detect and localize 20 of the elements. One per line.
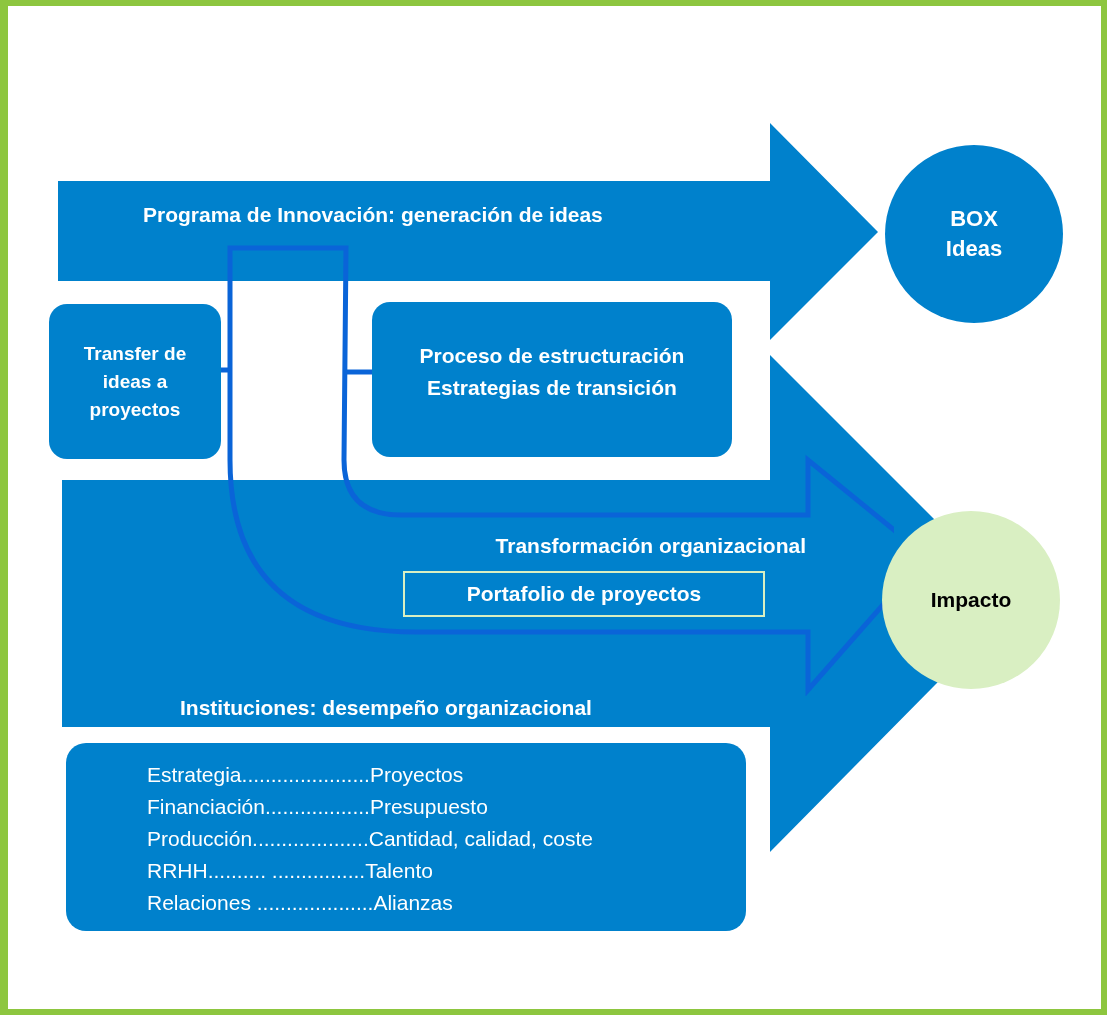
circle-label: Impacto <box>930 587 1012 614</box>
list-row-text: Producción....................Cantidad, calidad, coste <box>147 826 594 852</box>
box-label: Proceso de estructuración <box>419 343 685 369</box>
connector-line <box>345 369 372 375</box>
box-label: Transfer de ideas a proyectos <box>82 341 188 422</box>
process-box <box>372 302 732 457</box>
outlined-box <box>403 571 765 617</box>
list-row-text: Estrategia......................Proyectos <box>147 762 465 788</box>
process-box <box>49 304 221 459</box>
connector-line <box>221 367 230 373</box>
band-title: Programa de Innovación: generación de ideas <box>143 203 603 226</box>
circle-label: BOX Ideas <box>944 205 1004 263</box>
list-row-text: RRHH.......... ................Talento <box>147 858 434 884</box>
list-row-text: Financiación..................Presupuesto <box>147 794 489 820</box>
box-label: Estrategias de transición <box>427 375 677 401</box>
arrow-label: Transformación organizacional <box>495 534 806 557</box>
list-box <box>66 743 746 931</box>
list-row-text: Relaciones ....................Alianzas <box>147 890 454 916</box>
band-title: Instituciones: desempeño organizacional <box>180 696 592 719</box>
box-label: Portafolio de proyectos <box>466 581 702 608</box>
